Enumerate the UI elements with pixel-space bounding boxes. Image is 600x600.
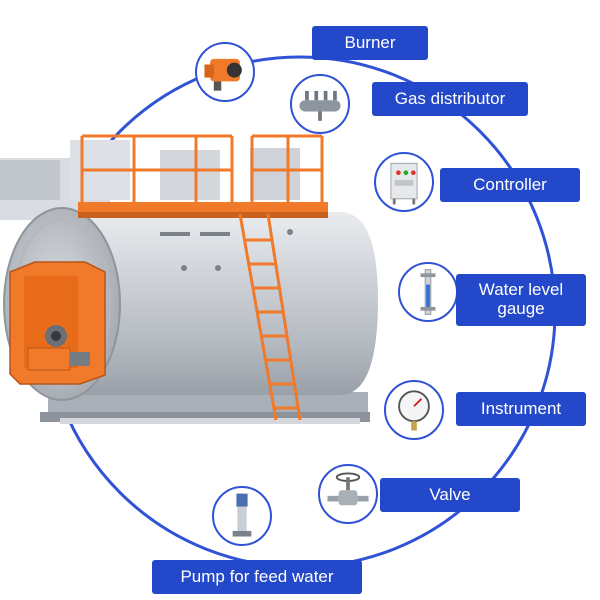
- controller-label: Controller: [440, 168, 580, 202]
- controller-cabinet-icon: [390, 162, 418, 205]
- instrument-label: Instrument: [456, 392, 586, 426]
- water-level-gauge-node: [398, 262, 458, 322]
- burner-node: [195, 42, 255, 102]
- water-level-gauge-label: Water level gauge: [456, 274, 586, 326]
- feed-water-pump-icon: [232, 493, 252, 537]
- valve-node: [318, 464, 378, 524]
- burner-label: Burner: [312, 26, 428, 60]
- top-platform: [78, 202, 328, 212]
- gas-distributor-node: [290, 74, 350, 134]
- pressure-gauge-icon: [398, 390, 430, 431]
- instrument-node: [384, 380, 444, 440]
- valve-icon: [327, 472, 369, 506]
- valve-label: Valve: [380, 478, 520, 512]
- pump-node: [212, 486, 272, 546]
- water-level-gauge-icon: [420, 269, 436, 315]
- gas-distributor-icon: [299, 90, 341, 121]
- gas-distributor-label: Gas distributor: [372, 82, 528, 116]
- pump-label: Pump for feed water: [152, 560, 362, 594]
- burner-icon: [204, 58, 242, 91]
- boiler-drum: [60, 212, 378, 395]
- access-ladder: [238, 213, 302, 421]
- platform-railing: [80, 134, 324, 202]
- controller-node: [374, 152, 434, 212]
